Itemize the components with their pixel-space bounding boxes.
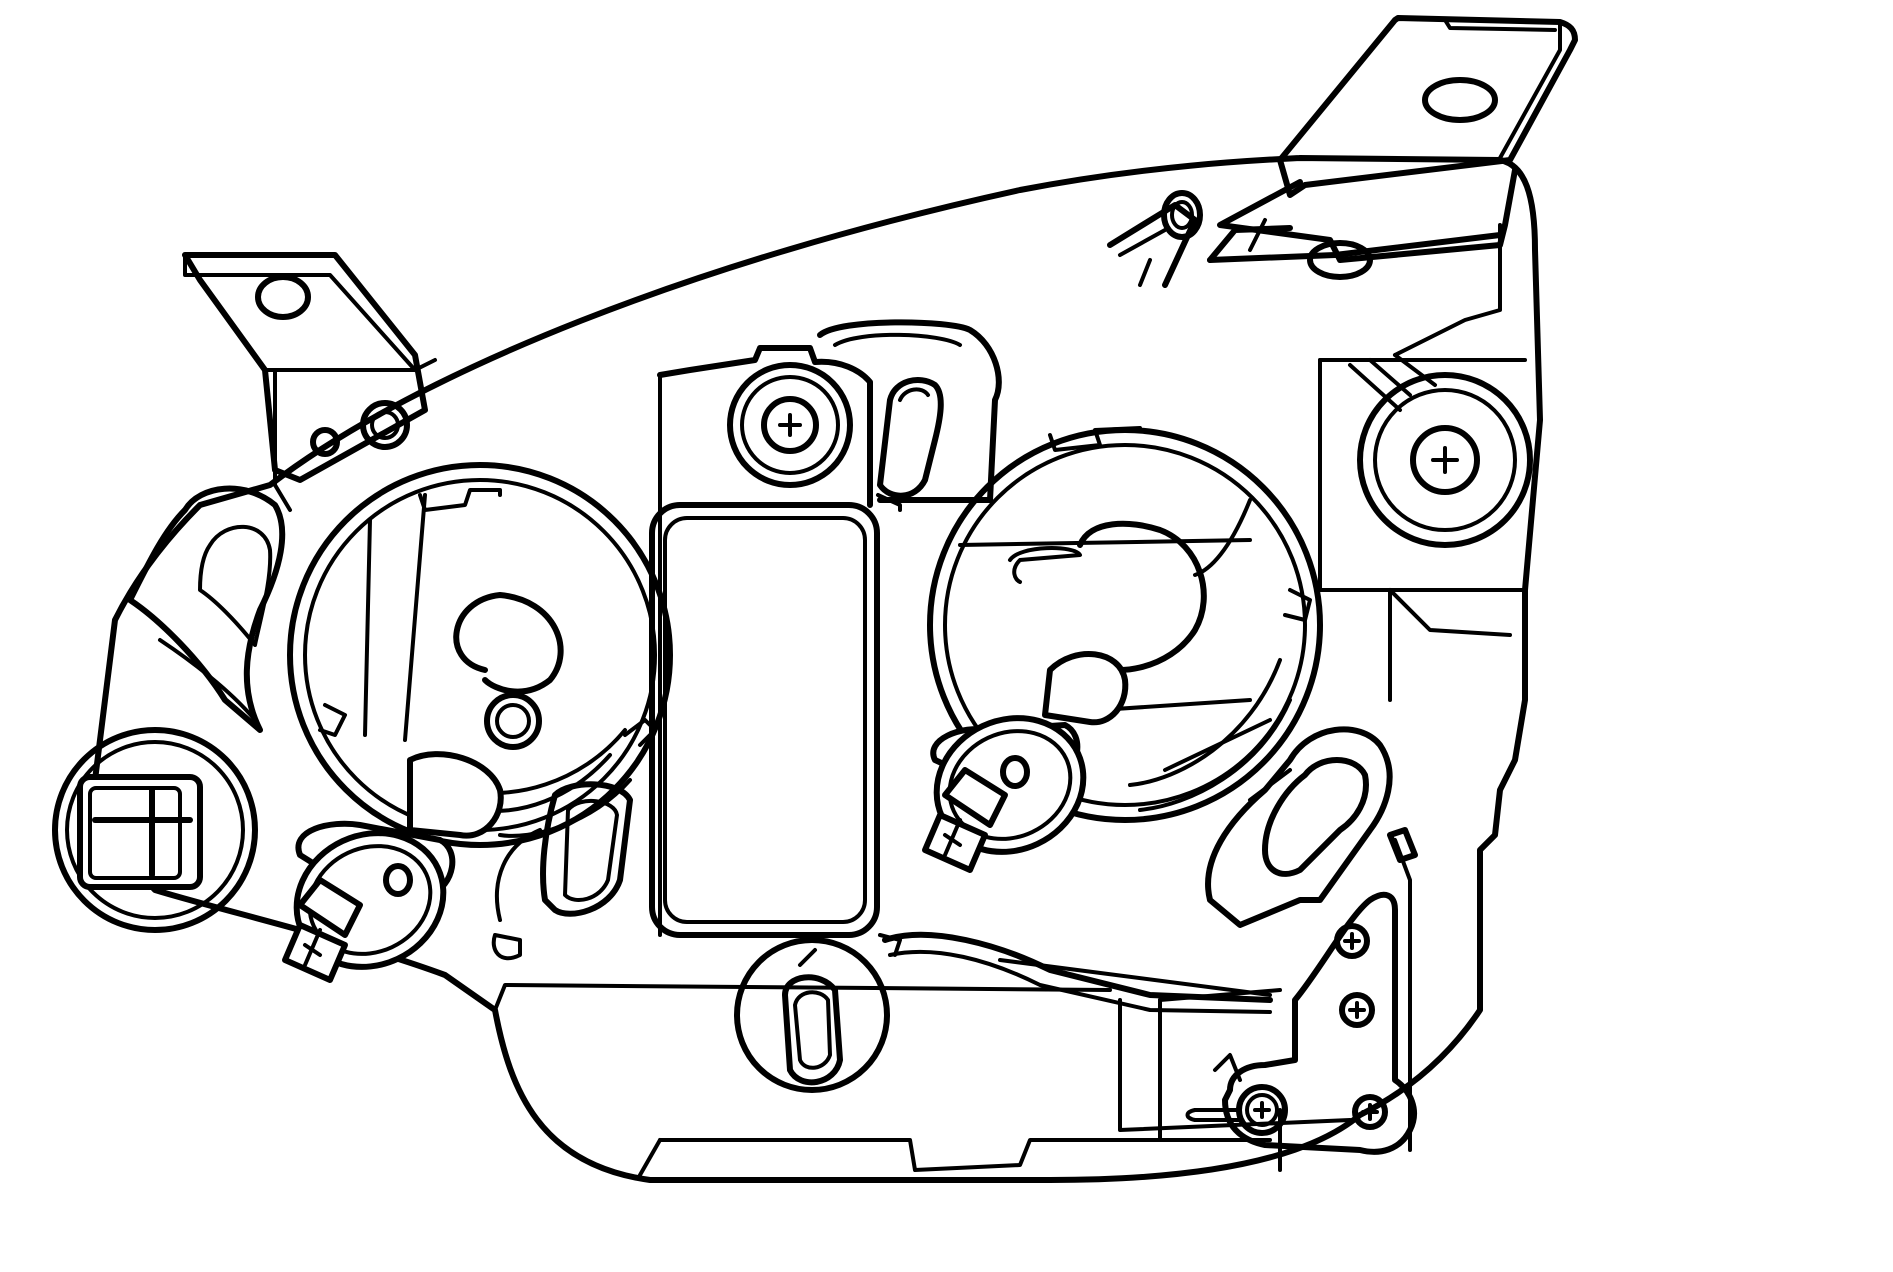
lower-right-plate: [1185, 891, 1417, 1155]
electrical-connector-icon: [52, 727, 258, 933]
left-lower-slot: [491, 781, 633, 961]
adjuster-icon: [1107, 190, 1203, 288]
right-reflector: [927, 426, 1323, 823]
left-mounting-bracket: [182, 252, 428, 483]
left-slot-boss: [127, 485, 286, 733]
lower-strip: [882, 931, 1273, 1014]
right-lower-slot: [1205, 726, 1418, 928]
bulb-socket-icon: [282, 751, 504, 983]
right-screw-boss: [1348, 353, 1533, 548]
bulb-socket-icon-right: [922, 651, 1129, 873]
right-mounting-bracket: [1207, 15, 1578, 357]
center-top-fasteners: [727, 319, 1002, 503]
center-window: [649, 345, 902, 938]
screw-head-icon-right: [1431, 446, 1459, 474]
bottom-adjuster: [734, 933, 902, 1093]
screw-head-icon: [778, 413, 802, 437]
